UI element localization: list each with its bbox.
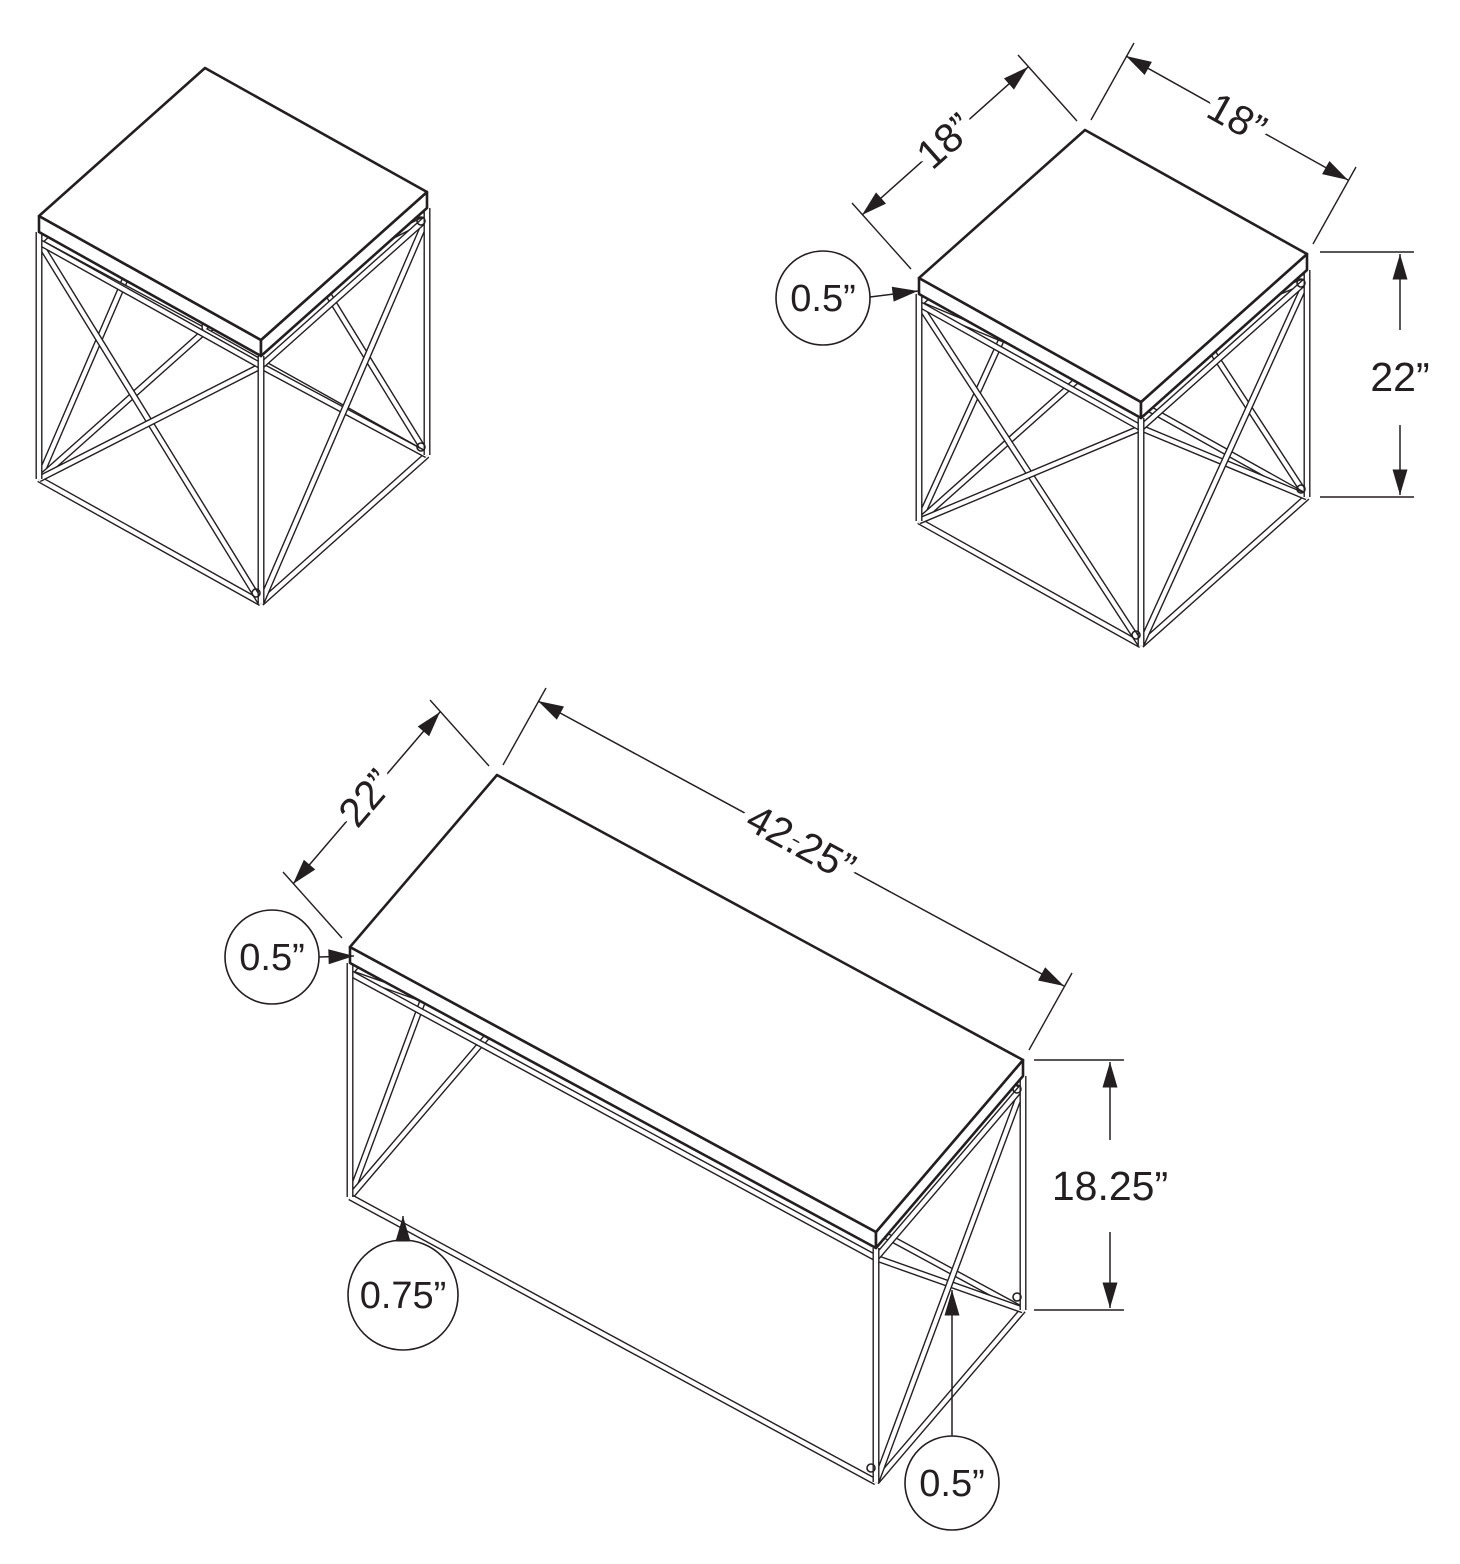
dim-label-end-table-height: 22” xyxy=(1370,354,1429,400)
dim-label-coffee-table-length: 42.25” xyxy=(739,795,863,891)
end-table-plain-drawing xyxy=(35,66,431,607)
tabletop xyxy=(917,128,1309,420)
dim-label-end-table-width: 18” xyxy=(1200,83,1274,152)
screw-holes xyxy=(251,216,426,598)
callout-coffee-table-bottom-frame: 0.75” xyxy=(347,1216,459,1351)
leader-arrow xyxy=(318,949,355,965)
callout-label-coffee-table-top-thickness: 0.5” xyxy=(239,937,304,979)
tabletop xyxy=(37,66,429,358)
tabletop xyxy=(348,773,1025,1250)
callout-circle xyxy=(775,250,871,346)
dim-label-coffee-table-height: 18.25” xyxy=(1052,1163,1168,1209)
coffee-table-drawing xyxy=(346,773,1027,1486)
screw-holes xyxy=(1131,278,1306,640)
end-table-dimensioned-drawing xyxy=(915,128,1311,649)
callout-coffee-table-top-thickness: 0.5” xyxy=(224,909,355,1005)
callout-label-coffee-table-brace: 0.5” xyxy=(919,1463,984,1505)
screw-holes xyxy=(866,1084,1022,1473)
dim-end-table-height: 22” xyxy=(1320,251,1438,498)
callout-label-end-table-top-thickness: 0.5” xyxy=(790,278,855,320)
dim-label-end-table-depth: 18” xyxy=(908,104,983,178)
callout-label-coffee-table-bottom-frame: 0.75” xyxy=(360,1275,447,1317)
leader-arrow xyxy=(869,286,919,302)
dim-coffee-table-height: 18.25” xyxy=(1034,1059,1176,1311)
dim-label-coffee-table-depth: 22” xyxy=(329,761,402,836)
callout-end-table-top-thickness: 0.5” xyxy=(775,250,919,346)
callout-coffee-table-brace: 0.5” xyxy=(904,1290,1000,1531)
